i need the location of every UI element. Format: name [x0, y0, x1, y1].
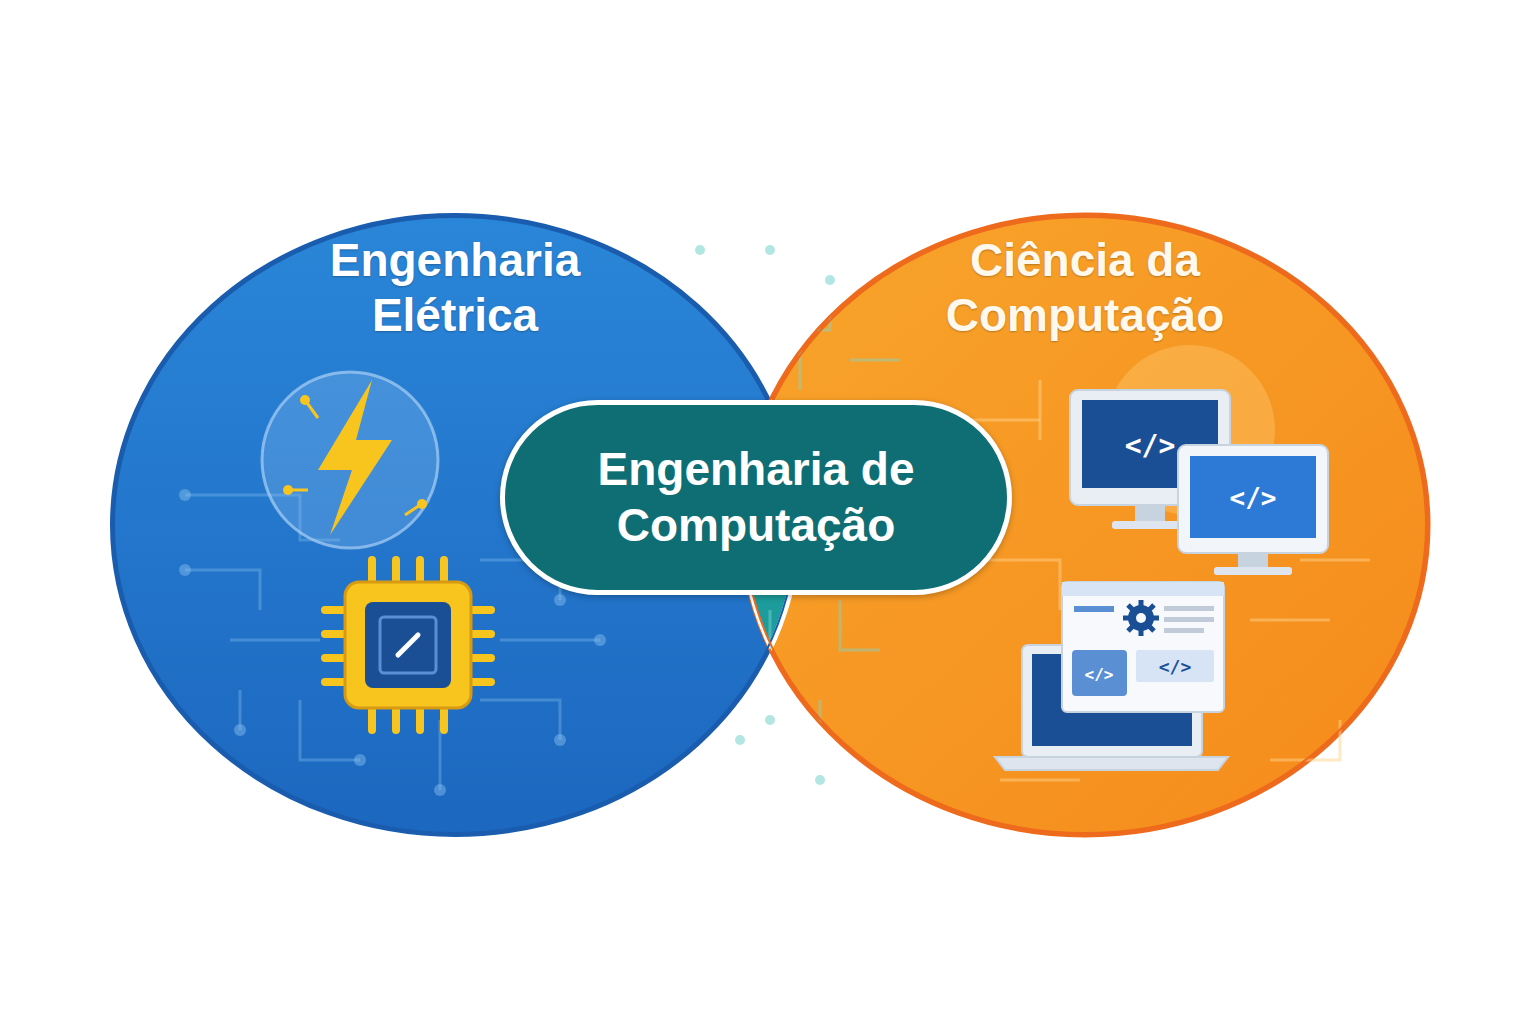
- laptop-icon: </> </>: [995, 582, 1228, 770]
- intersection-pill: Engenharia de Computação: [500, 400, 1012, 595]
- svg-text:</>: </>: [1230, 483, 1277, 513]
- field-title: Ciência da Computação: [905, 233, 1265, 343]
- lightning-icon: [262, 372, 438, 548]
- svg-text:</>: </>: [1085, 665, 1114, 684]
- monitor-icon: </>: [1178, 445, 1328, 575]
- chip-icon: [325, 560, 491, 730]
- svg-text:</>: </>: [1125, 429, 1176, 462]
- orange-traces: [960, 380, 1370, 780]
- field-title: Engenharia Elétrica: [255, 233, 655, 343]
- svg-text:</>: </>: [1159, 656, 1192, 677]
- intersection-title: Engenharia de Computação: [536, 442, 976, 552]
